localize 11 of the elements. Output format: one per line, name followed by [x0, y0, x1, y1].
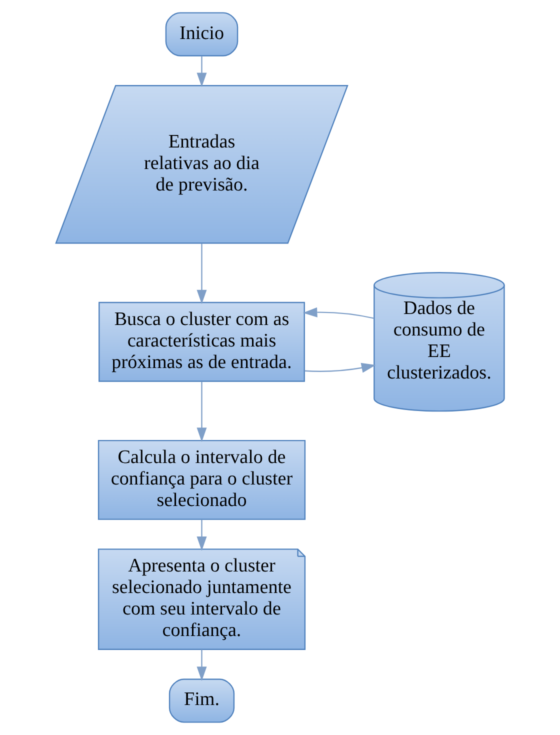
arrow — [196, 243, 207, 304]
arrow — [304, 362, 376, 373]
arrow — [196, 649, 207, 681]
node-box: Busca o cluster com as características mais próximas as de entrada. — [98, 302, 305, 382]
node-box: Inicio — [165, 12, 238, 56]
arrow — [302, 307, 374, 319]
node-box: Calcula o intervalo de confiança para o cluster selecionado — [98, 440, 306, 520]
arrow — [196, 382, 207, 442]
arrow — [196, 56, 207, 88]
node-box: Fim. — [168, 678, 235, 723]
arrow — [196, 519, 207, 551]
